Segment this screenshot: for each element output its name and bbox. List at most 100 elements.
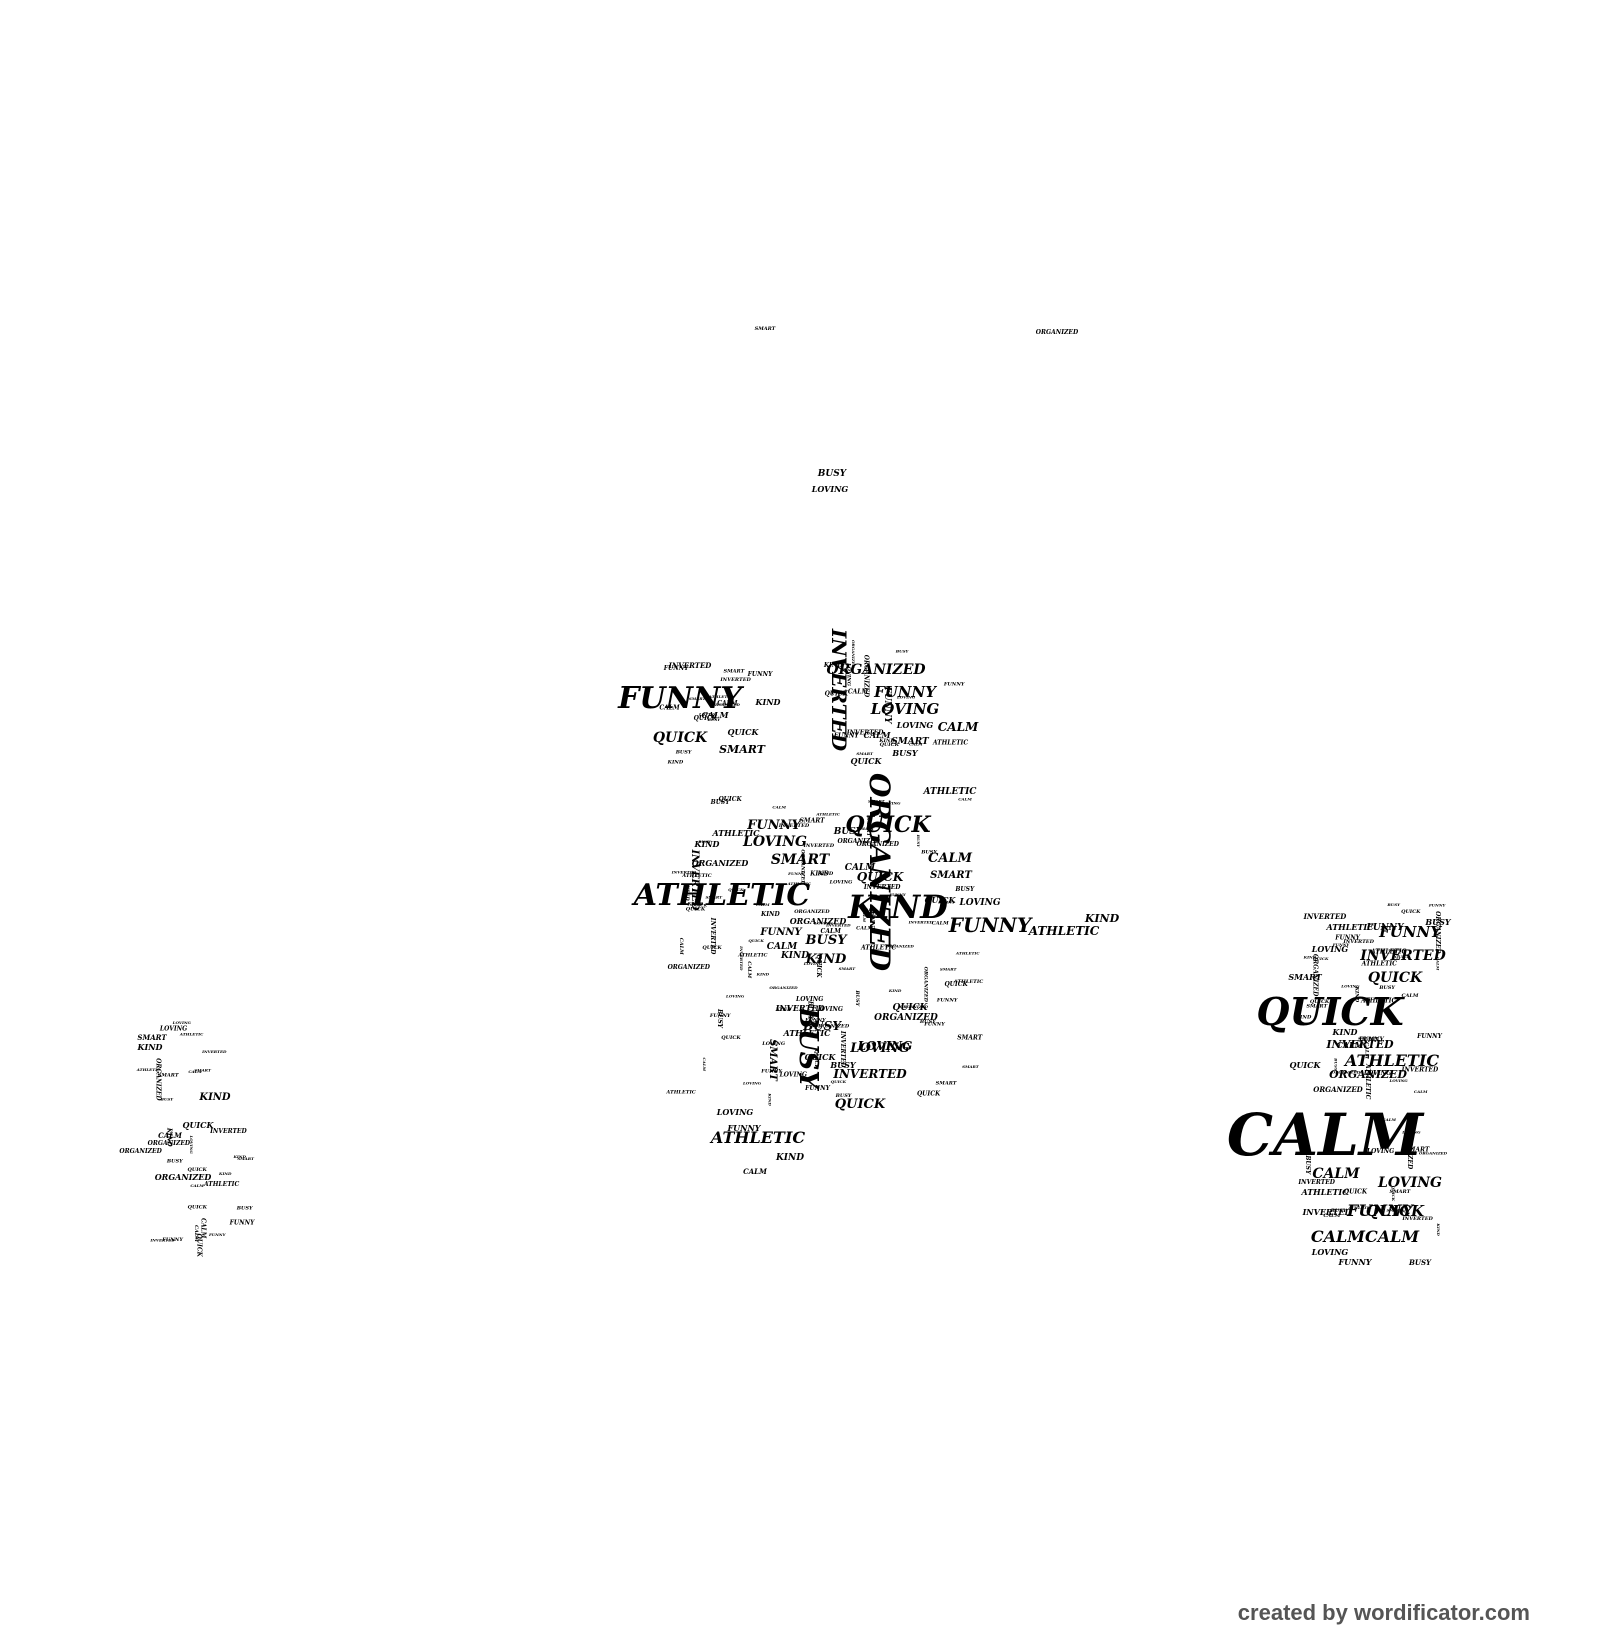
cloud-word-tiny: BUSY	[807, 1000, 814, 1021]
cloud-word-tiny: QUICK	[1310, 999, 1330, 1005]
cloud-word-medium: CALM	[938, 720, 979, 734]
cloud-word-tiny: SMART	[858, 826, 876, 831]
cloud-word-tiny: BUSY	[716, 1008, 723, 1029]
cloud-word-tiny: LOVING	[189, 1134, 194, 1154]
cloud-word-tiny: KIND	[1295, 1015, 1312, 1021]
cloud-word-large: ATHLETIC	[631, 878, 811, 913]
cloud-word-tiny: BUSY	[706, 717, 721, 722]
cloud-word-tiny: INVERTED	[1401, 1067, 1439, 1074]
cloud-word-tiny: ATHLETIC	[737, 953, 767, 959]
cloud-word-medium: FUNNY	[746, 818, 802, 833]
cloud-word-tiny: LOVING	[725, 993, 745, 998]
cloud-word-tiny: KIND	[232, 1154, 246, 1159]
cloud-word-tiny: CALM	[1435, 957, 1440, 971]
cloud-word-small: BUSY	[1408, 1258, 1432, 1267]
cloud-word-tiny: ORGANIZED	[886, 944, 915, 949]
cloud-word-medium: CALMCALM	[1311, 1227, 1421, 1246]
cloud-word-tiny: ATHLETIC	[955, 950, 980, 955]
cloud-word-small: LOVING	[716, 1107, 754, 1117]
cloud-word-tiny: ATHLETIC	[1347, 1205, 1372, 1210]
cloud-word-medium: LOVING	[1377, 1175, 1442, 1191]
cloud-word-small: LOVING	[811, 484, 849, 494]
cloud-word-tiny: KIND	[667, 760, 684, 766]
cloud-word-large: FUNNY	[948, 913, 1033, 937]
cloud-word-tiny: FUNNY	[229, 1219, 255, 1226]
cloud-word-tiny: BUSY	[835, 1093, 852, 1099]
cloud-word-tiny: FUNNY	[943, 682, 965, 688]
cloud-word-tiny: FUNNY	[208, 1232, 227, 1237]
cloud-word-tiny: SMART	[800, 818, 826, 825]
cloud-word-tiny: SMART	[237, 1156, 255, 1161]
cloud-word-medium: FUNNY	[1346, 1201, 1415, 1220]
cloud-word-tiny: ORGANIZED	[1419, 1151, 1448, 1156]
cloud-word-tiny: LOVING	[795, 996, 823, 1003]
cloud-word-tiny: KIND	[775, 1007, 792, 1013]
cloud-word-small: FUNNY	[759, 927, 802, 938]
cloud-word-small: ATHLETIC	[711, 828, 760, 838]
cloud-word-tiny: QUICK	[825, 690, 849, 697]
cloud-word-tiny: FUNNY	[1416, 1033, 1442, 1040]
cloud-word-tiny: KIND	[865, 912, 886, 919]
cloud-word-small: INVERTED	[668, 661, 713, 670]
cloud-word-tiny: KIND	[1303, 954, 1317, 959]
cloud-word-tiny: ORGANIZED	[814, 1024, 850, 1030]
cloud-word-tiny: SMART	[856, 751, 874, 756]
cloud-word-tiny: CALM	[932, 920, 949, 926]
cloud-word-tiny: INVERTED	[201, 1049, 227, 1054]
cloud-word-tiny: KIND	[888, 988, 902, 993]
cloud-word-tiny: LOVING	[761, 1041, 786, 1047]
credit-text: created by wordificator.com	[1237, 1600, 1530, 1625]
cloud-word-tiny: CALM	[190, 1183, 204, 1188]
cloud-word-medium: CALM	[928, 851, 973, 866]
cloud-word-medium: INVERTED	[1359, 948, 1446, 964]
cloud-word-tiny: BUSY	[236, 1205, 253, 1211]
cloud-word-tiny: LOVING	[1401, 1130, 1421, 1135]
cloud-word-tiny: FUNNY	[937, 899, 956, 904]
cloud-word-tiny: LOVING	[846, 662, 852, 687]
cloud-word-tiny: LOVING	[1388, 1078, 1408, 1083]
cloud-word-tiny: LOVING	[896, 695, 916, 700]
cloud-word-tiny: QUICK	[728, 887, 744, 892]
cloud-word-medium: LOVING	[857, 1039, 913, 1053]
cloud-word-tiny: FUNNY	[804, 1018, 826, 1024]
cloud-word-tiny: ATHLETIC	[665, 1090, 695, 1096]
cloud-word-tiny: BUSY	[920, 850, 937, 856]
cloud-word-small: SMART	[891, 737, 930, 747]
cloud-word-tiny: BUSY	[895, 649, 910, 654]
cloud-word-small: FUNNY	[1338, 1257, 1373, 1267]
cloud-word-tiny: ATHLETIC	[1364, 1063, 1371, 1100]
cloud-word-tiny: ATHLETIC	[708, 694, 733, 699]
cloud-word-tiny: KIND	[760, 911, 781, 918]
cloud-word-small: ORGANIZED	[1036, 329, 1079, 336]
cloud-word-small: CALM	[767, 942, 798, 952]
cloud-word-tiny: FUNNY	[833, 732, 859, 739]
cloud-word-tiny: SMART	[689, 696, 707, 701]
cloud-word-tiny: ORGANIZED	[1434, 911, 1441, 954]
cloud-word-tiny: INVERTED	[1401, 1216, 1433, 1222]
cloud-word-tiny: KIND	[166, 1127, 173, 1148]
cloud-word-tiny: LOVING	[881, 800, 901, 805]
cloud-word-small: ATHLETIC	[923, 787, 978, 797]
cloud-word-medium: SMART	[719, 743, 766, 756]
cloud-word-small: LOVING	[1311, 944, 1349, 954]
cloud-word-tiny: ATHLETIC	[1360, 998, 1397, 1005]
cloud-word-tiny: KIND	[878, 738, 895, 744]
cloud-word-small: LOVING	[896, 720, 934, 730]
cloud-word-tiny: BUSY	[916, 834, 921, 849]
cloud-word-tiny: ORGANIZED	[1406, 1127, 1413, 1170]
cloud-word-small: CALM	[158, 1131, 182, 1140]
cloud-word-tiny: SMART	[1389, 1189, 1411, 1195]
cloud-word-medium: ATHLETIC	[1028, 924, 1100, 938]
cloud-word-small: INVERTED	[689, 848, 700, 910]
cloud-word-tiny: ATHLETIC	[815, 812, 840, 817]
cloud-word-tiny: SMART	[1404, 1147, 1430, 1154]
cloud-word-tiny: QUICK	[691, 903, 707, 908]
cloud-word-tiny: ORGANIZED	[155, 1058, 162, 1101]
cloud-word-small: BUSY	[833, 827, 864, 837]
cloud-word-tiny: ATHLETIC	[179, 1032, 204, 1037]
cloud-word-tiny: CALM	[862, 907, 876, 912]
cloud-word-tiny: INVERTED	[825, 923, 851, 928]
cloud-word-tiny: KIND	[767, 1092, 772, 1106]
cloud-word-tiny: KIND	[684, 884, 690, 901]
